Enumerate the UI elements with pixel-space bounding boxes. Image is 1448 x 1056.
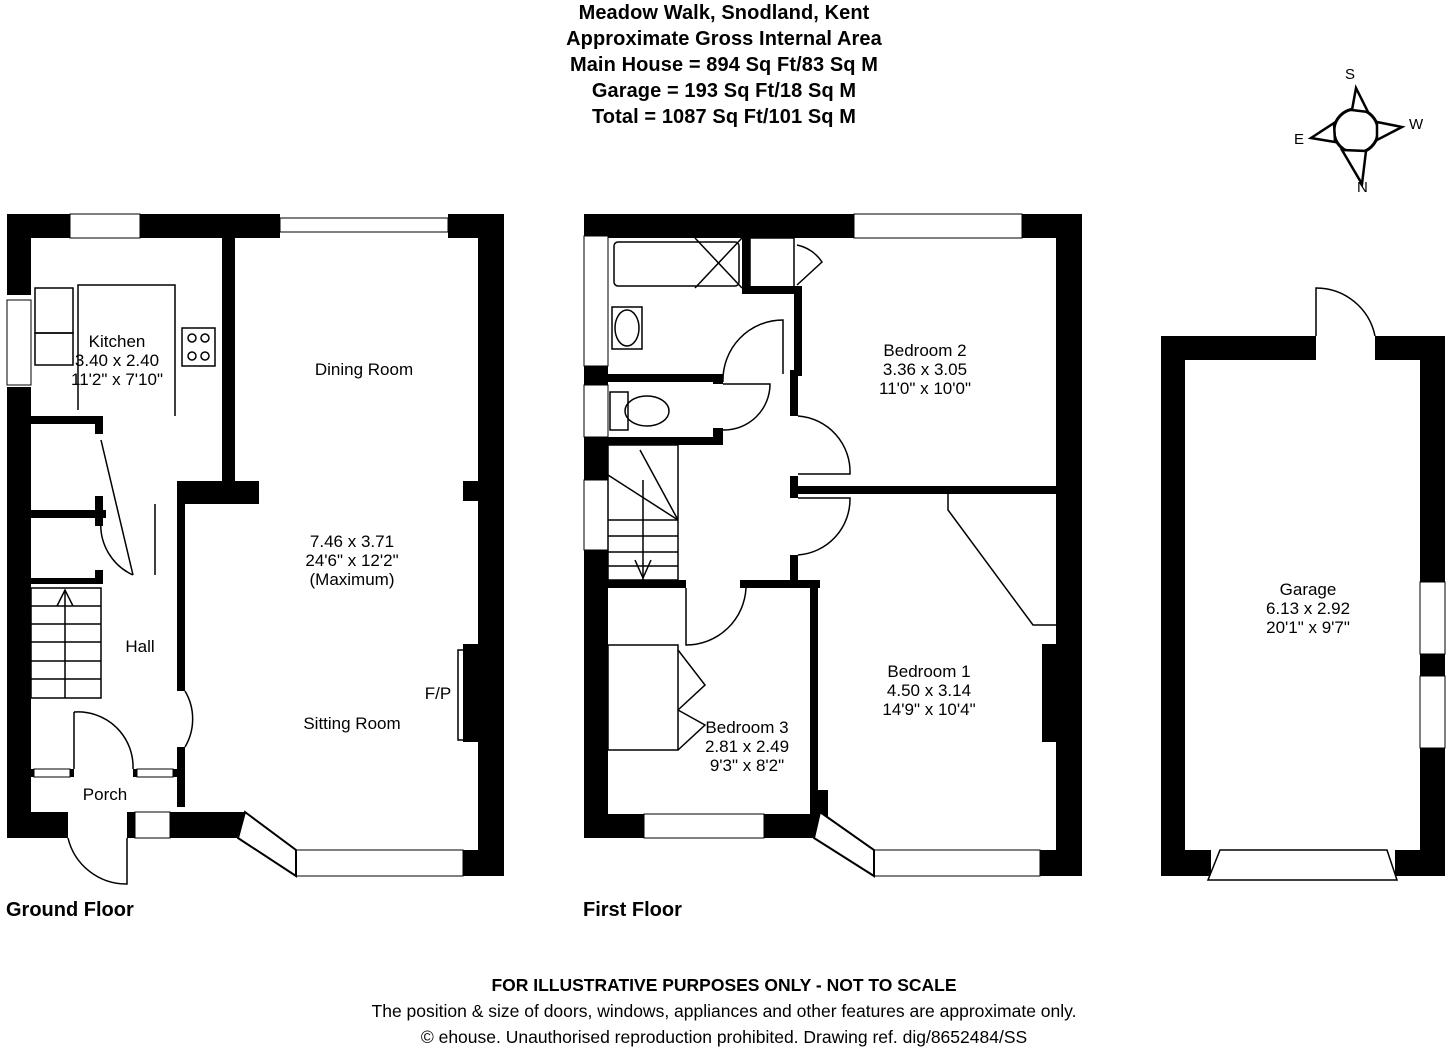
room-bedroom-2: Bedroom 2 3.36 x 3.05 11'0" x 10'0" xyxy=(879,341,971,398)
room-metric: 6.13 x 2.92 xyxy=(1265,599,1351,618)
ground-floor-label: Ground Floor xyxy=(6,899,134,921)
room-imperial: 11'2" x 7'10" xyxy=(71,370,163,389)
room-garage: Garage 6.13 x 2.92 20'1" x 9'7" xyxy=(1266,580,1350,637)
room-name: Bedroom 1 xyxy=(887,662,971,681)
room-metric: 7.46 x 3.71 xyxy=(309,532,395,551)
room-living-dimensions: 7.46 x 3.71 24'6" x 12'2" (Maximum) xyxy=(305,532,398,589)
compass-east-label: E xyxy=(1294,131,1305,148)
room-name: Hall xyxy=(125,637,155,656)
compass-south-label: S xyxy=(1345,66,1356,83)
room-bedroom-3: Bedroom 3 2.81 x 2.49 9'3" x 8'2" xyxy=(705,718,789,775)
room-name: Porch xyxy=(82,785,128,804)
disclaimer: FOR ILLUSTRATIVE PURPOSES ONLY - NOT TO … xyxy=(491,975,957,995)
first-floor-label: First Floor xyxy=(583,899,682,921)
compass-west-label: W xyxy=(1409,116,1424,133)
main-house-area: Main House = 894 Sq Ft/83 Sq M xyxy=(569,54,879,76)
address-title: Meadow Walk, Snodland, Kent xyxy=(578,2,870,24)
room-name: Kitchen xyxy=(88,332,146,351)
room-name: Bedroom 2 xyxy=(883,341,967,360)
compass-north-label: N xyxy=(1357,179,1368,196)
room-imperial: 24'6" x 12'2" xyxy=(305,551,399,570)
room-imperial: 20'1" x 9'7" xyxy=(1266,618,1350,637)
ground-floor-walls xyxy=(7,214,504,876)
first-floor-walls xyxy=(584,214,1082,876)
room-porch: Porch xyxy=(83,785,127,804)
compass-rose xyxy=(1307,84,1406,188)
room-kitchen: Kitchen 3.40 x 2.40 11'2" x 7'10" xyxy=(71,332,163,389)
room-metric: 3.36 x 3.05 xyxy=(882,360,968,379)
room-imperial: 14'9" x 10'4" xyxy=(882,700,976,719)
room-imperial: 9'3" x 8'2" xyxy=(709,756,785,775)
room-name: Sitting Room xyxy=(303,714,401,733)
fixtures xyxy=(30,237,1399,885)
room-bedroom-1: Bedroom 1 4.50 x 3.14 14'9" x 10'4" xyxy=(882,662,975,719)
area-subtitle: Approximate Gross Internal Area xyxy=(566,28,882,50)
plan-header: Meadow Walk, Snodland, Kent Approximate … xyxy=(0,0,1448,130)
room-name: Bedroom 3 xyxy=(705,718,789,737)
room-imperial: 11'0" x 10'0" xyxy=(879,379,971,398)
approximation-note: The position & size of doors, windows, a… xyxy=(371,1001,1077,1021)
garage-area: Garage = 193 Sq Ft/18 Sq M xyxy=(591,80,857,102)
room-metric: 2.81 x 2.49 xyxy=(704,737,790,756)
copyright-note: © ehouse. Unauthorised reproduction proh… xyxy=(420,1027,1028,1047)
room-note: (Maximum) xyxy=(309,570,395,589)
room-hall: Hall xyxy=(125,637,154,656)
room-metric: 4.50 x 3.14 xyxy=(886,681,972,700)
fireplace-label: F/P xyxy=(424,684,452,703)
room-metric: 3.40 x 2.40 xyxy=(74,351,160,370)
room-dining: Dining Room xyxy=(315,360,413,379)
plan-footer: FOR ILLUSTRATIVE PURPOSES ONLY - NOT TO … xyxy=(0,972,1448,1050)
room-sitting: Sitting Room xyxy=(303,714,400,733)
room-name: Dining Room xyxy=(314,360,414,379)
room-name: Garage xyxy=(1279,580,1337,599)
total-area: Total = 1087 Sq Ft/101 Sq M xyxy=(591,106,857,128)
